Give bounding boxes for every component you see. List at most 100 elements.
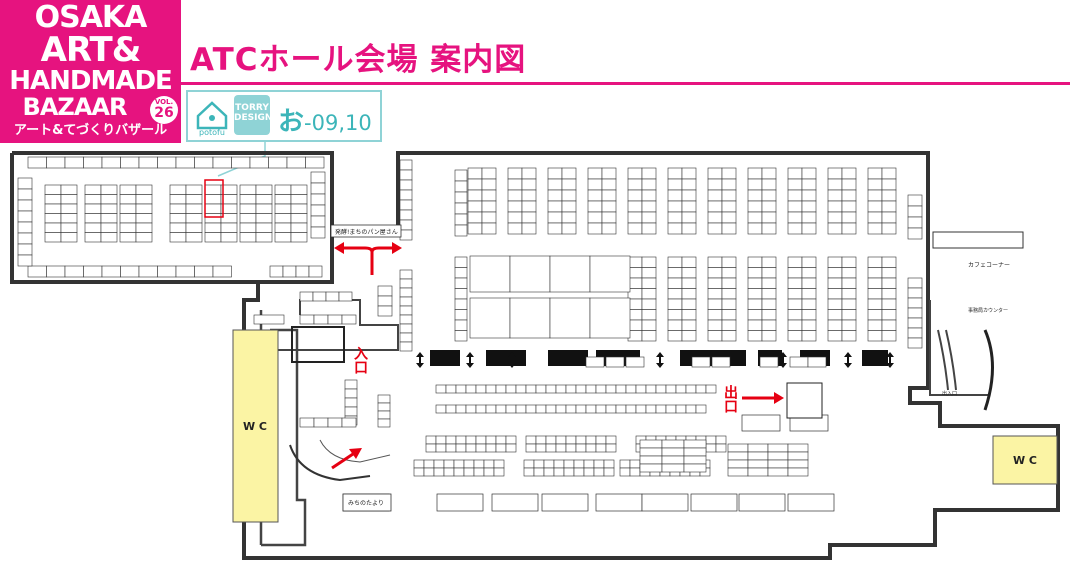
booth <box>290 222 308 233</box>
booth <box>721 319 737 331</box>
booth-block <box>509 255 551 293</box>
booth <box>707 330 723 342</box>
booth <box>639 455 663 465</box>
booth <box>60 222 78 233</box>
booth <box>789 356 809 368</box>
booth <box>481 222 497 235</box>
booth <box>17 254 33 267</box>
booth <box>665 384 677 394</box>
booth <box>645 384 657 394</box>
booth <box>44 222 62 233</box>
booth <box>867 319 883 331</box>
booth <box>455 443 467 453</box>
booth <box>867 178 883 191</box>
booth <box>801 178 817 191</box>
booth <box>445 435 457 445</box>
booth <box>60 203 78 214</box>
booth <box>46 156 66 169</box>
booth <box>747 167 763 180</box>
booth <box>827 167 843 180</box>
booth <box>661 447 685 457</box>
booth <box>290 213 308 224</box>
booth <box>907 327 923 339</box>
booth <box>881 288 897 300</box>
booth <box>445 384 457 394</box>
booth <box>239 184 257 195</box>
booth <box>344 406 358 417</box>
exit-stairs-label: 出入口 <box>942 390 957 397</box>
booth <box>721 309 737 321</box>
booth <box>255 203 273 214</box>
booth <box>485 435 497 445</box>
booth <box>681 200 697 213</box>
booth <box>587 178 603 191</box>
booth <box>290 203 308 214</box>
booth <box>747 211 763 224</box>
booth <box>547 200 563 213</box>
booth <box>467 200 483 213</box>
booth <box>881 211 897 224</box>
booth <box>64 156 84 169</box>
booth <box>727 443 749 453</box>
booth <box>454 213 468 226</box>
booth <box>46 265 66 278</box>
booth <box>615 404 627 414</box>
booth <box>827 298 843 310</box>
booth <box>465 443 477 453</box>
booth <box>683 463 707 473</box>
booth <box>547 178 563 191</box>
booth <box>523 459 535 469</box>
booth <box>84 203 102 214</box>
booth <box>675 404 687 414</box>
booth <box>747 288 763 300</box>
booth <box>399 296 413 307</box>
booth <box>17 221 33 234</box>
booth <box>310 171 326 184</box>
booth <box>327 417 343 428</box>
booth <box>135 232 153 243</box>
booth <box>399 314 413 325</box>
booth <box>44 232 62 243</box>
passage-double-arrow <box>466 352 474 368</box>
booth <box>787 319 803 331</box>
booth <box>667 256 683 268</box>
booth <box>585 384 597 394</box>
booth <box>377 394 391 404</box>
booth <box>493 459 505 469</box>
logo-line-bazaar: BAZAAR <box>22 93 128 121</box>
booth <box>583 467 595 477</box>
booth <box>907 287 923 299</box>
booth <box>344 397 358 408</box>
booth <box>629 459 641 469</box>
booth <box>827 330 843 342</box>
logo-vol-badge: VOL. 26 <box>150 96 178 124</box>
booth <box>454 180 468 193</box>
booth <box>747 277 763 289</box>
booth <box>485 443 497 453</box>
booth <box>212 265 232 278</box>
booth <box>683 439 707 449</box>
booth <box>639 447 663 457</box>
booth <box>761 222 777 235</box>
booth <box>310 193 326 206</box>
booth <box>595 435 607 445</box>
booth <box>545 384 557 394</box>
booth <box>721 222 737 235</box>
passage-arrows <box>416 352 894 368</box>
booth <box>454 319 468 331</box>
booth <box>467 222 483 235</box>
booth <box>841 189 857 202</box>
booth <box>707 211 723 224</box>
booth <box>535 435 547 445</box>
booth <box>907 216 923 229</box>
booth <box>761 256 777 268</box>
booth <box>220 232 238 243</box>
booth <box>681 222 697 235</box>
booth <box>827 319 843 331</box>
booth <box>747 267 763 279</box>
booth <box>27 156 47 169</box>
booth <box>399 219 413 231</box>
booth <box>841 298 857 310</box>
booth <box>525 404 537 414</box>
booth <box>399 169 413 181</box>
